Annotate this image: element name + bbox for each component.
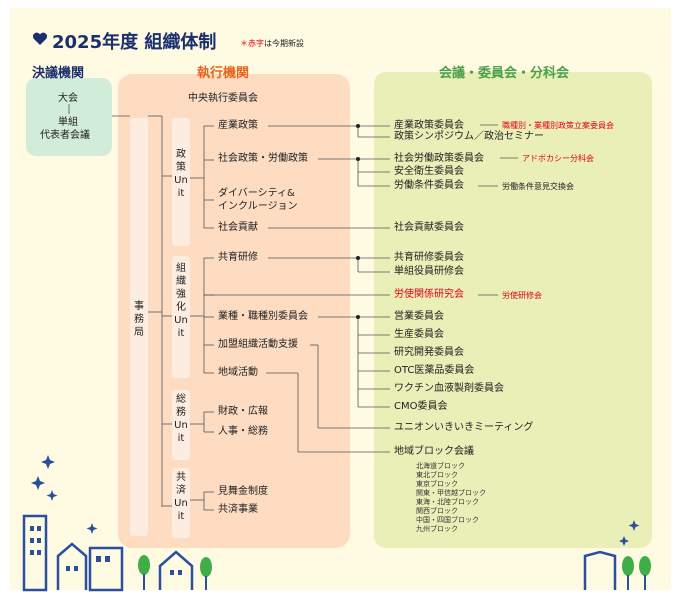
sparkle-icon <box>87 523 98 534</box>
sparkle-icon <box>41 455 55 469</box>
building-icon <box>90 548 122 590</box>
house-icon <box>58 544 86 590</box>
building-icon <box>24 516 46 590</box>
sparkle-icon <box>47 490 58 501</box>
sparkle-icon <box>619 536 629 546</box>
building-icon <box>585 552 615 590</box>
tree-icon <box>138 555 150 575</box>
tree-icon <box>639 556 651 576</box>
tree-icon <box>622 556 634 576</box>
house-icon <box>160 552 192 590</box>
sparkle-icon <box>629 520 640 531</box>
tree-icon <box>200 557 212 577</box>
sparkle-icon <box>31 476 45 490</box>
